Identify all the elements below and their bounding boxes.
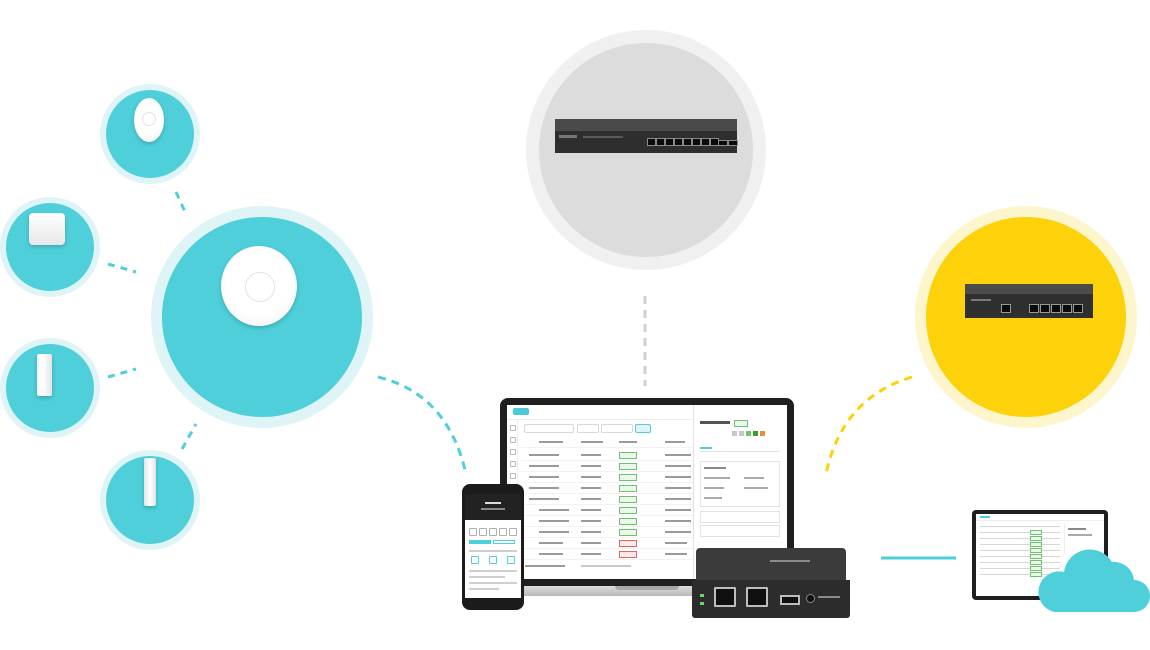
- table-row: [521, 549, 697, 560]
- table-row: [521, 505, 697, 516]
- outdoor-access-point-icon: [144, 458, 156, 506]
- table-row: [521, 437, 697, 448]
- vpn-router-front: [965, 294, 1093, 318]
- table-row: [521, 461, 697, 472]
- poe-switch-front: [555, 131, 738, 153]
- mobile-app: [465, 494, 521, 598]
- console-filter: [635, 424, 651, 433]
- table-row: [521, 450, 697, 461]
- table-row: [521, 494, 697, 505]
- connector-router-to-laptop: [824, 375, 913, 475]
- connector-ap-bottom: [180, 423, 198, 450]
- mobile-app-header: [465, 494, 521, 520]
- connector-ap-top: [174, 191, 188, 215]
- table-pagination: [521, 561, 697, 571]
- cloud-shape: [1038, 549, 1150, 612]
- hardware-cloud-controller: [696, 548, 846, 582]
- ceiling-access-point-icon: [221, 246, 297, 326]
- poe-switch-icon: [555, 119, 737, 131]
- laptop-base: [478, 586, 814, 596]
- connector-ap-lower-left: [107, 367, 137, 379]
- hardware-cloud-controller-front: [692, 580, 850, 618]
- console-filter: [601, 424, 633, 433]
- vpn-router-icon: [965, 284, 1093, 294]
- table-row: [521, 483, 697, 494]
- table-row: [521, 527, 697, 538]
- connector-hub-to-laptop: [377, 375, 468, 475]
- console-filter: [577, 424, 599, 433]
- ceiling-access-point-box-icon: [29, 213, 65, 245]
- table-row: [521, 538, 697, 549]
- table-row: [521, 472, 697, 483]
- ceiling-access-point-small-icon: [134, 98, 164, 142]
- connector-ap-upper-left: [107, 262, 137, 274]
- laptop-notch: [615, 586, 679, 590]
- brand-logo-icon: [513, 408, 529, 415]
- console-header: [507, 405, 787, 420]
- console-search: [524, 424, 574, 433]
- wall-plate-access-point-icon: [37, 354, 52, 396]
- table-row: [521, 516, 697, 527]
